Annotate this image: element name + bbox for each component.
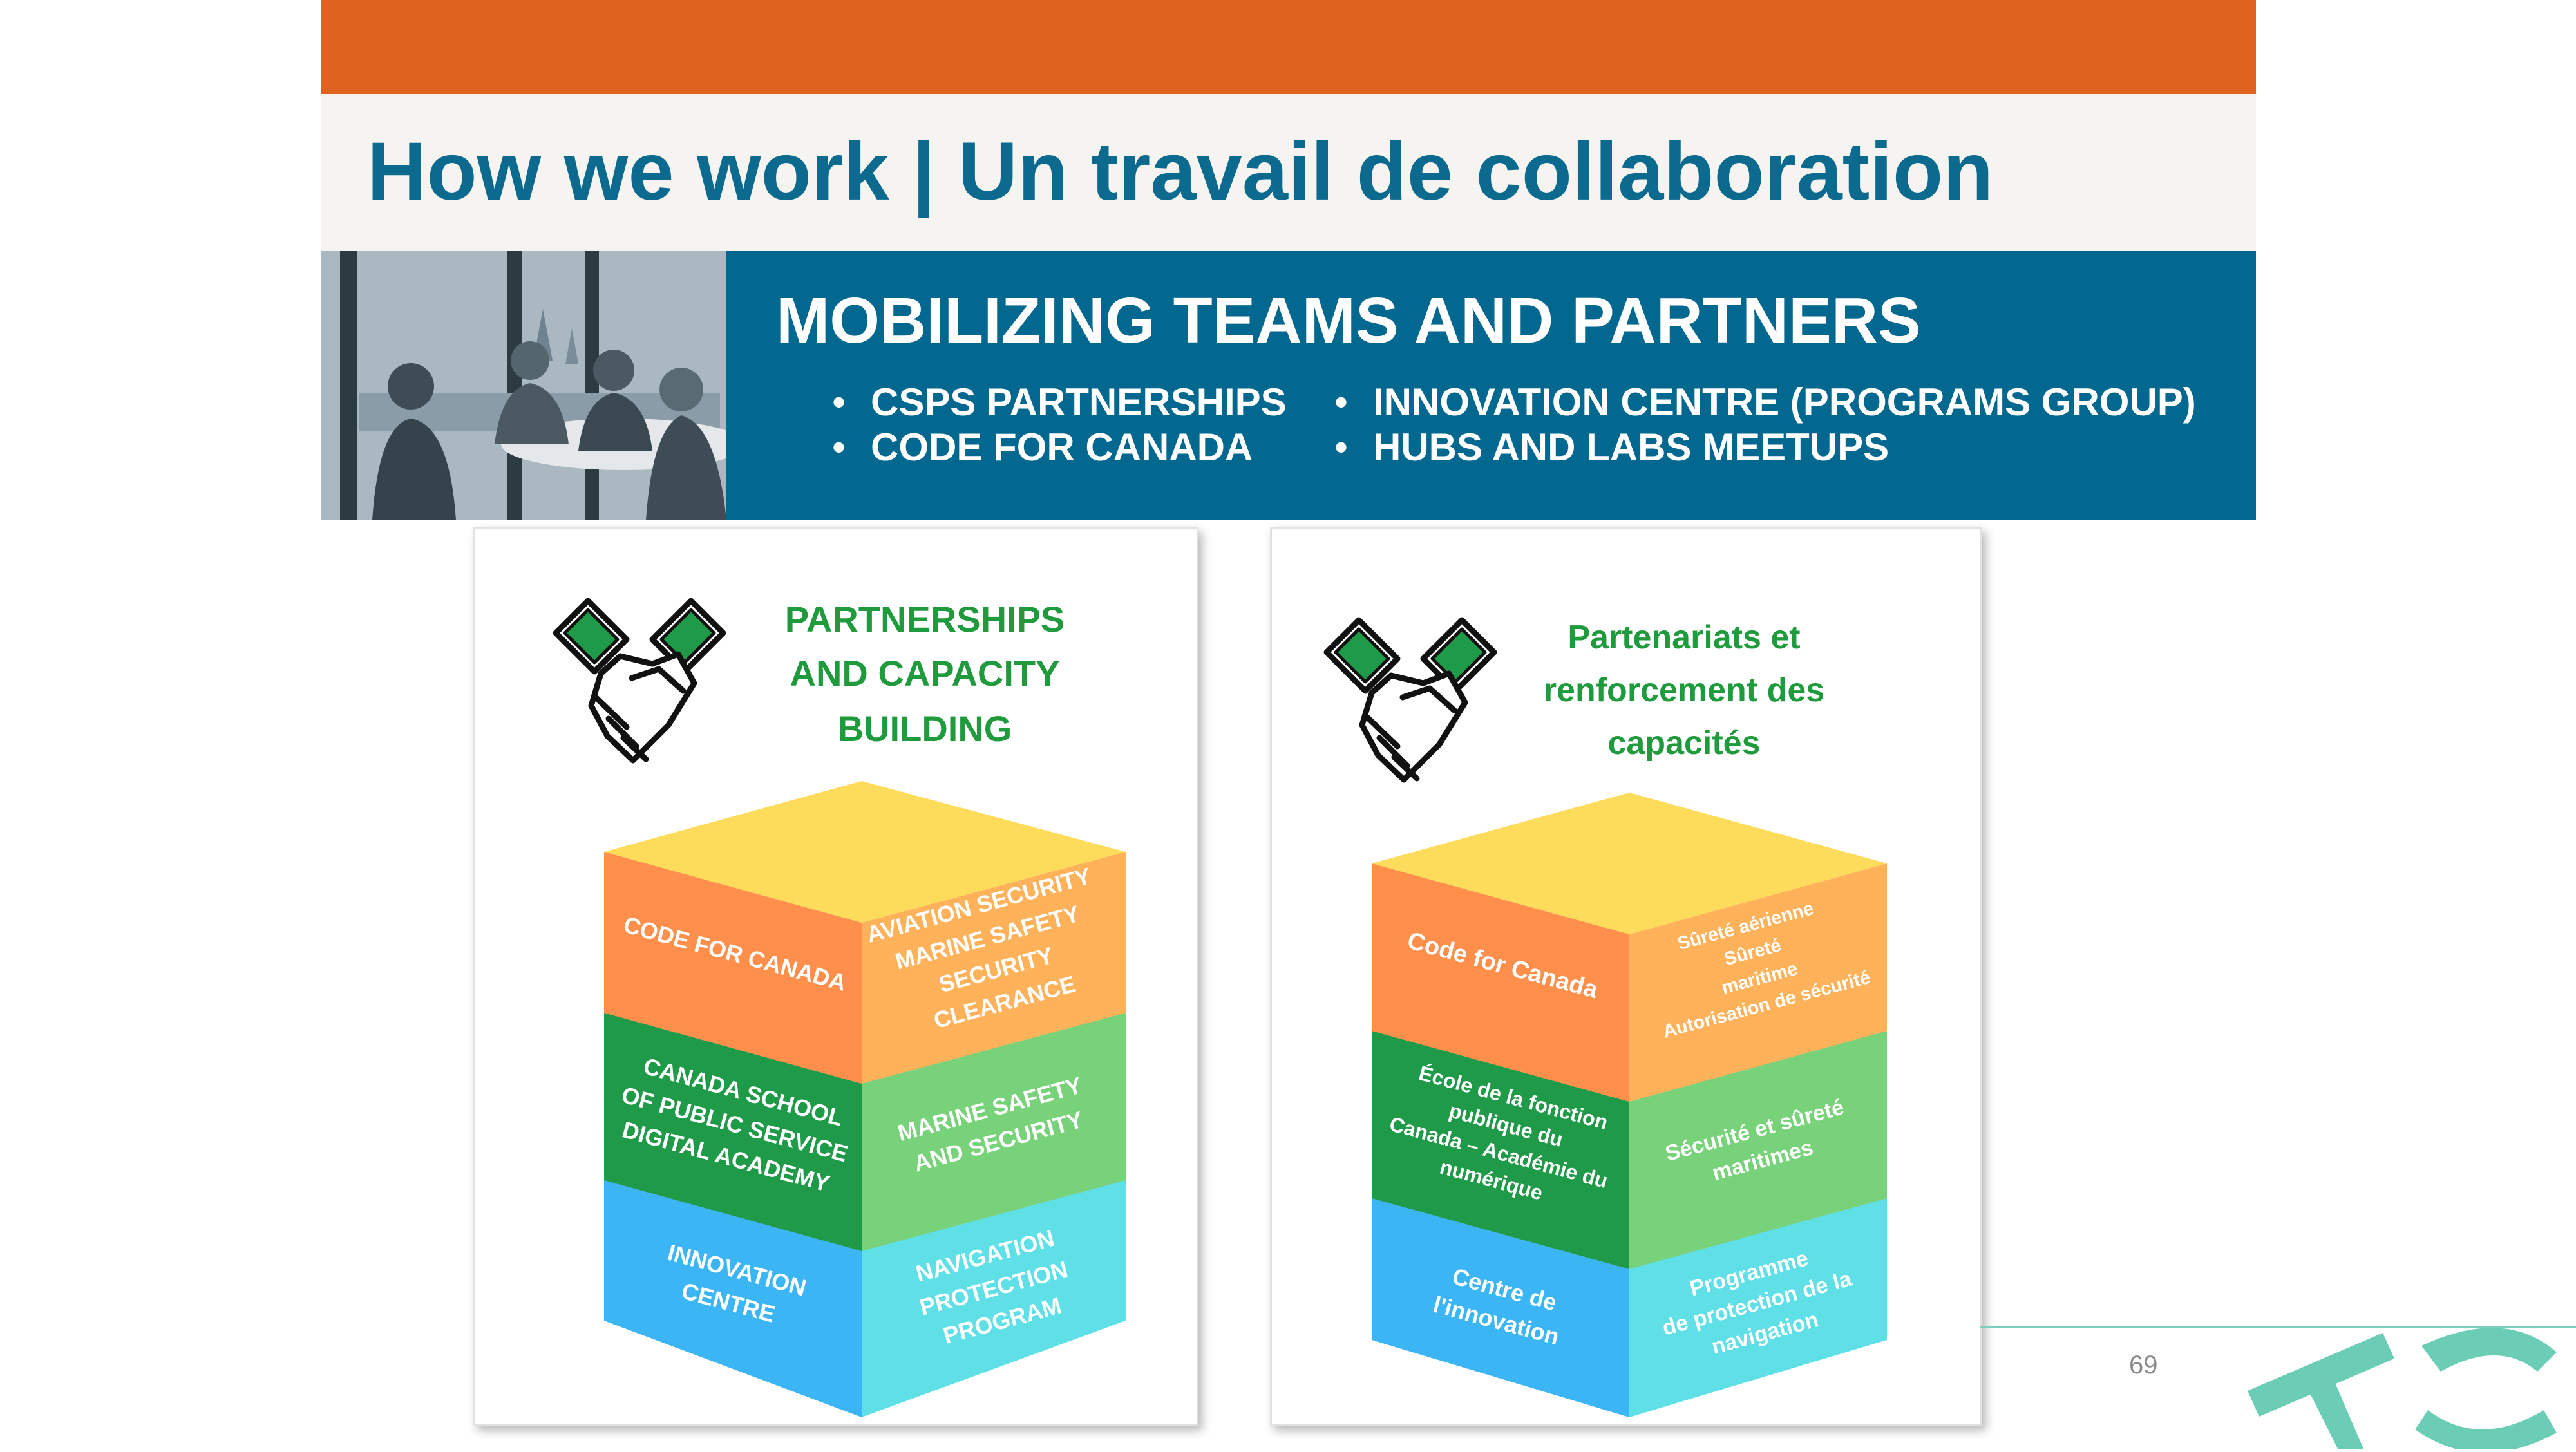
- card-en-title-line-3: BUILDING: [838, 708, 1012, 749]
- stack-orange-tier: [604, 781, 1126, 1084]
- handshake-icon: [553, 598, 726, 764]
- card-en-title-line-2: AND CAPACITY: [790, 653, 1060, 693]
- bullet-hubs-and-labs: HUBS AND LABS MEETUPS: [1334, 425, 2196, 470]
- page-title: How we work | Un travail de collaboratio…: [367, 126, 1994, 218]
- card-fr-title-line-1: Partenariats et: [1567, 619, 1800, 656]
- page-number: 69: [2129, 1351, 2158, 1379]
- bullet-code-for-canada: CODE FOR CANADA: [832, 425, 1287, 470]
- banner-bullets-right: INNOVATION CENTRE (PROGRAMS GROUP) HUBS …: [1334, 380, 2196, 470]
- card-en-graphic: PARTNERSHIPS AND CAPACITY BUILDING CODE …: [553, 598, 1126, 1417]
- team-photo-illustration: [321, 251, 726, 520]
- footer-rule: [1980, 1326, 2576, 1328]
- card-en-title-line-1: PARTNERSHIPS: [785, 599, 1065, 639]
- card-fr-graphic: Partenariats et renforcement des capacit…: [1323, 617, 1887, 1417]
- card-fr-title-line-3: capacités: [1607, 724, 1760, 762]
- orange-header-bar: [321, 0, 2256, 94]
- card-fr-title-line-2: renforcement des: [1544, 672, 1824, 709]
- stack-orange-tier: [1372, 793, 1887, 1102]
- bullet-innovation-centre: INNOVATION CENTRE (PROGRAMS GROUP): [1334, 380, 2196, 425]
- banner-heading: MOBILIZING TEAMS AND PARTNERS: [776, 285, 1921, 357]
- title-band: [321, 94, 2256, 251]
- bullet-csps-partnerships: CSPS PARTNERSHIPS: [832, 380, 1287, 425]
- tc-logo: [2235, 1314, 2576, 1452]
- card-partnerships-fr: Partenariats et renforcement des capacit…: [1270, 527, 1982, 1426]
- tc-logo-mark: [2248, 1328, 2557, 1452]
- handshake-icon: [1323, 617, 1497, 783]
- banner-bullets-left: CSPS PARTNERSHIPS CODE FOR CANADA: [832, 380, 1287, 470]
- card-partnerships-en: PARTNERSHIPS AND CAPACITY BUILDING CODE …: [473, 527, 1198, 1426]
- team-photo: [321, 251, 726, 520]
